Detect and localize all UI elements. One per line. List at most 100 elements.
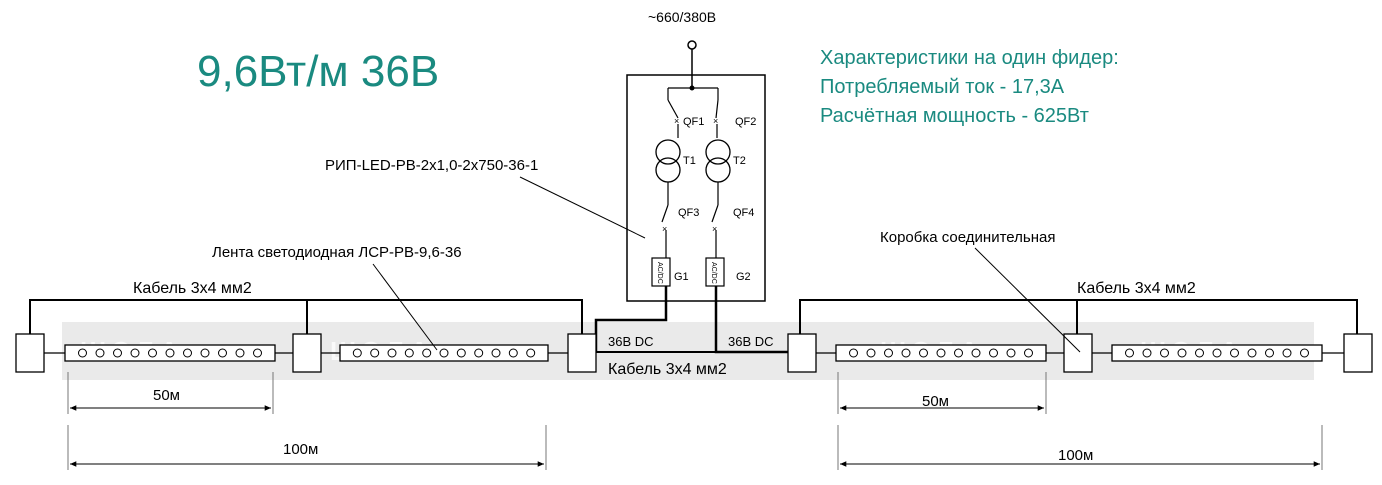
led-dot: [954, 348, 963, 358]
led-dot: [387, 348, 397, 358]
g1-converter: [651, 257, 671, 287]
dimension-left-100m: 100м: [67, 425, 547, 470]
led-dot: [526, 348, 536, 358]
top-right-cable: [799, 299, 1358, 334]
t1-transformer-lower: [655, 157, 681, 183]
dim-right-50-label: 50м: [922, 393, 949, 410]
led-dot: [422, 348, 432, 358]
junction-box-label: Коробка соединительная: [880, 229, 1055, 246]
dc-right-label: 36В DC: [728, 334, 774, 349]
led-strip-label: Лента светодиодная ЛСР-PB-9,6-36: [212, 244, 462, 261]
middle-cable-label: Кабель 3х4 мм2: [608, 361, 727, 378]
led-dot: [253, 348, 262, 358]
diagram-title: 9,6Вт/м 36В: [197, 47, 439, 96]
qf1-breaker: [667, 99, 679, 119]
led-dot: [866, 348, 876, 358]
qf4-breaker: [711, 204, 719, 223]
led-dot: [1142, 348, 1152, 358]
led-dot: [165, 348, 175, 358]
led-dot: [456, 348, 466, 358]
dimension-right-100m: 100м: [837, 425, 1323, 470]
left-end-box: [15, 333, 45, 373]
t1-label: T1: [683, 155, 696, 167]
led-dot: [508, 348, 518, 358]
led-dot: [1247, 348, 1257, 358]
qf3-label: QF3: [678, 207, 699, 219]
svg-text:×: ×: [662, 224, 667, 234]
led-dot: [95, 348, 105, 358]
dim-left-100-label: 100м: [283, 441, 318, 458]
dimension-right-50m: 50м: [837, 372, 1047, 414]
led-dot: [1212, 348, 1222, 358]
svg-text:×: ×: [713, 116, 718, 126]
t1-transformer-upper: [655, 139, 681, 165]
led-dot: [78, 348, 87, 358]
g1-label: G1: [674, 271, 689, 283]
led-dot: [1006, 348, 1016, 358]
led-dot: [404, 348, 414, 358]
led-dot: [1265, 348, 1274, 358]
led-dot: [989, 348, 998, 358]
led-dot: [148, 348, 157, 358]
led-dot: [1177, 348, 1187, 358]
supply-voltage-label: ~660/380В: [648, 9, 716, 25]
led-dot: [474, 348, 484, 358]
power-unit: × QF1 × QF2 T1 T2 × QF3 × QF4 AC/DC G1 A…: [626, 74, 766, 302]
junction-box-right: [1063, 333, 1093, 373]
led-dot: [884, 348, 893, 358]
right-feed-box: [787, 333, 817, 373]
supply-terminal: [687, 40, 697, 50]
led-dot: [1125, 348, 1134, 358]
top-left-cable-label: Кабель 3х4 мм2: [133, 280, 252, 297]
led-dot: [352, 348, 362, 358]
led-dot: [235, 348, 245, 358]
qf4-label: QF4: [733, 207, 754, 219]
dim-right-100-label: 100м: [1058, 447, 1093, 464]
led-dot: [1282, 348, 1292, 358]
power-unit-label: РИП-LED-PB-2x1,0-2x750-36-1: [325, 157, 538, 174]
dim-left-50-label: 50м: [153, 387, 180, 404]
left-feed-box: [567, 333, 597, 373]
t2-transformer-upper: [705, 139, 731, 165]
svg-text:×: ×: [712, 224, 717, 234]
led-dot: [113, 348, 122, 358]
feeder-info-current: Потребляемый ток - 17,3А: [820, 76, 1065, 98]
led-dot: [1024, 348, 1033, 358]
led-dot: [200, 348, 210, 358]
feeder-info-heading: Характеристики на один фидер:: [820, 47, 1119, 69]
junction-box-leader: [974, 247, 1081, 353]
qf3-breaker: [661, 204, 669, 223]
power-unit-leader: [519, 176, 646, 239]
led-dot: [901, 348, 911, 358]
junction-box-left: [292, 333, 322, 373]
t2-label: T2: [733, 155, 746, 167]
led-dot: [218, 348, 227, 358]
feeder-info-power: Расчётная мощность - 625Вт: [820, 105, 1089, 127]
top-right-cable-label: Кабель 3х4 мм2: [1077, 280, 1196, 297]
led-dots: [78, 348, 1309, 358]
g1-acdc-label: AC/DC: [656, 262, 663, 284]
led-dot: [971, 348, 981, 358]
qf2-breaker: [715, 99, 719, 119]
led-dot: [439, 348, 449, 358]
led-dot: [1160, 348, 1169, 358]
led-dot: [849, 348, 858, 358]
feeder-info: Характеристики на один фидер: Потребляем…: [820, 47, 1119, 127]
qf2-label: QF2: [735, 116, 756, 128]
t2-transformer-lower: [705, 157, 731, 183]
led-dot: [130, 348, 140, 358]
right-end-box: [1343, 333, 1373, 373]
qf1-label: QF1: [683, 116, 704, 128]
led-dot: [936, 348, 946, 358]
dimension-left-50m: 50м: [67, 372, 274, 414]
g2-label: G2: [736, 271, 751, 283]
led-dot: [1195, 348, 1204, 358]
led-strip-leader: [372, 263, 438, 351]
led-dot: [1230, 348, 1239, 358]
led-dot: [491, 348, 501, 358]
led-dot: [1300, 348, 1309, 358]
dc-left-label: 36В DC: [608, 334, 654, 349]
led-dot: [370, 348, 380, 358]
